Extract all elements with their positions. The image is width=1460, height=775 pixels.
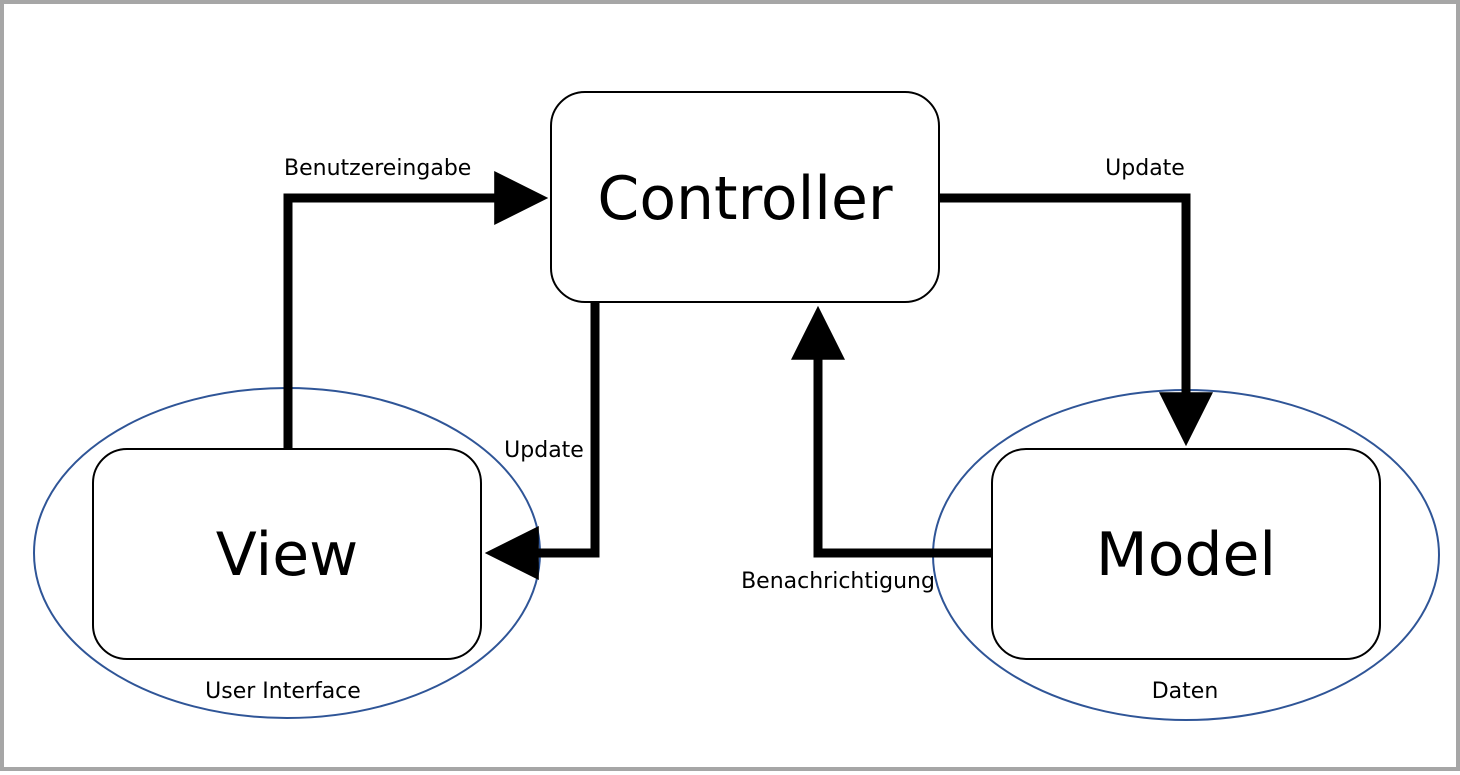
arrow-view-to-controller [283, 171, 549, 449]
controller-label: Controller [597, 164, 892, 234]
arrow-controller-to-view [484, 302, 600, 580]
edge-label-benutzereingabe: Benutzereingabe [284, 156, 471, 181]
group-label-daten: Daten [1152, 679, 1219, 704]
group-label-user-interface: User Interface [205, 679, 361, 704]
edge-label-update-view: Update [504, 438, 584, 463]
arrow-controller-to-model [939, 193, 1213, 447]
mvc-diagram: Controller View Model Benutzereingabe Up… [33, 91, 1440, 721]
edge-label-update-model: Update [1105, 156, 1185, 181]
arrow-model-to-controller [791, 305, 992, 558]
edge-label-benachrichtigung: Benachrichtigung [741, 569, 935, 594]
view-label: View [216, 520, 358, 590]
model-label: Model [1096, 520, 1276, 590]
